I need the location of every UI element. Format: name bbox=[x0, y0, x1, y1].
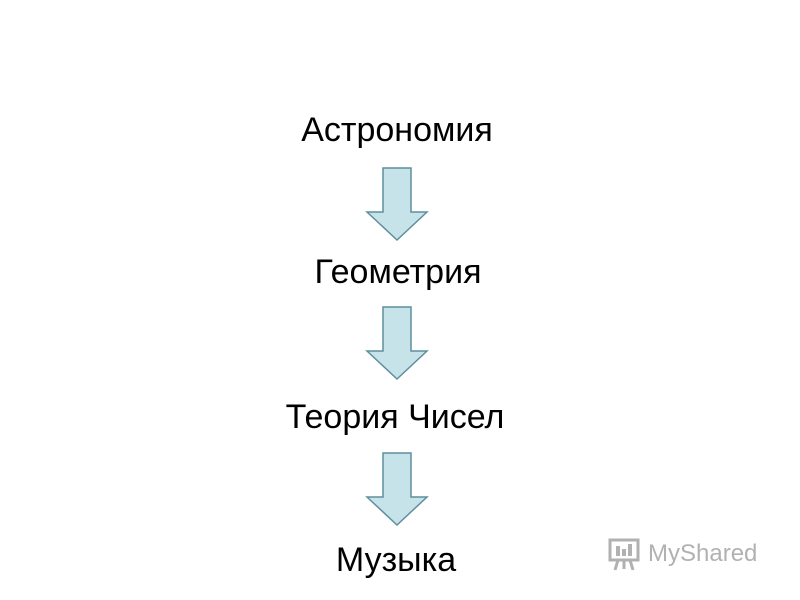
node-geometry: Геометрия bbox=[0, 252, 800, 292]
presentation-board-icon bbox=[608, 538, 640, 571]
node-music: Музыка bbox=[0, 540, 800, 580]
watermark: MyShared bbox=[606, 536, 766, 572]
node-label: Геометрия bbox=[314, 253, 482, 291]
node-number-theory: Теория Чисел bbox=[0, 397, 800, 437]
arrow-down-icon bbox=[365, 452, 429, 527]
arrow-down-icon bbox=[365, 167, 429, 242]
node-label: Астрономия bbox=[301, 111, 493, 149]
watermark-text: MyShared bbox=[648, 540, 758, 567]
node-astronomy: Астрономия bbox=[0, 110, 800, 150]
node-label: Музыка bbox=[335, 541, 457, 579]
node-label: Теория Чисел bbox=[285, 398, 505, 436]
arrow-down-icon bbox=[365, 306, 429, 381]
